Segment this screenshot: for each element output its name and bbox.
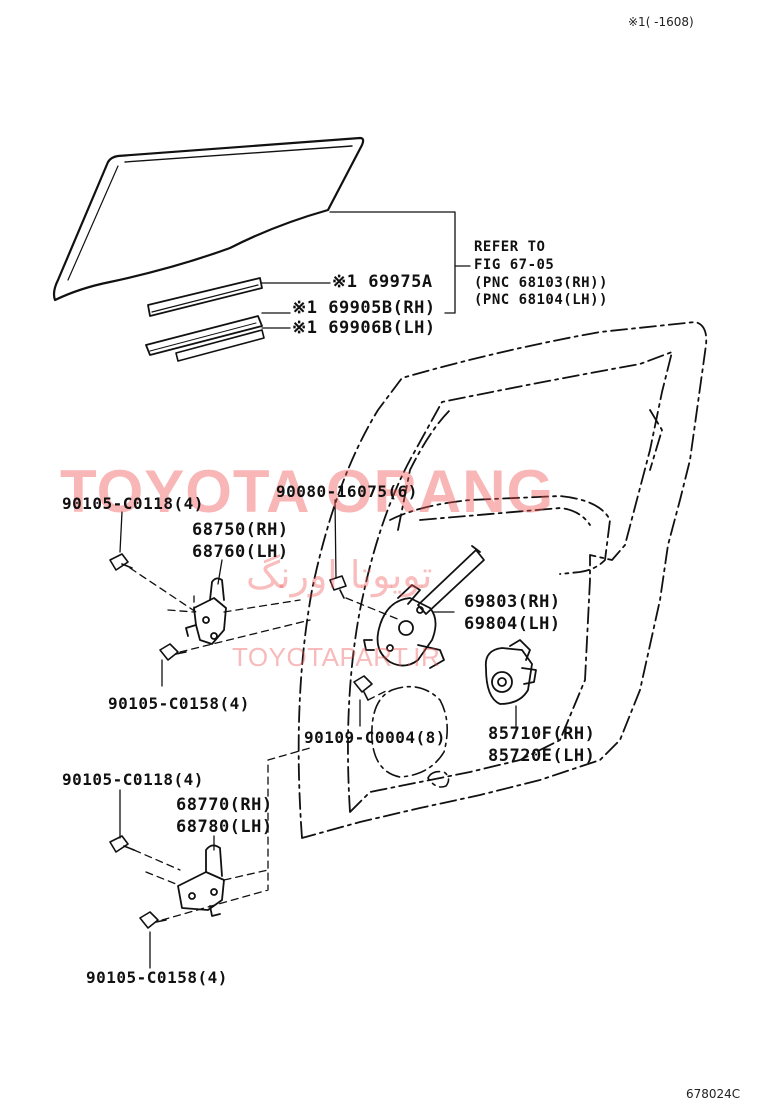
- hinge-bolt-icon: [109, 553, 133, 571]
- lower-door-hinge: [177, 844, 225, 917]
- regulator-motor: [484, 639, 537, 705]
- part-label-69804: 69804(LH): [464, 614, 561, 634]
- part-label-68780: 68780(LH): [176, 817, 273, 837]
- part-label-90105-c0158-lower: 90105-C0158(4): [86, 968, 228, 987]
- leader-lines-top: [261, 211, 471, 329]
- refer-line-1: REFER TO: [474, 239, 546, 255]
- part-label-85720e: 85720E(LH): [488, 746, 596, 766]
- illustration-code: 678024C: [686, 1087, 741, 1101]
- hinge-bolt-icon: [159, 643, 187, 661]
- part-label-69905b: ※1 69905B(RH): [292, 298, 436, 318]
- part-label-69803: 69803(RH): [464, 592, 561, 612]
- part-label-90109-c0004: 90109-C0004(8): [304, 728, 446, 747]
- refer-line-3: (PNC 68103(RH)): [474, 275, 608, 291]
- belt-moulding-strip: [145, 315, 265, 362]
- part-label-85710f: 85710F(RH): [488, 724, 596, 744]
- part-label-68770: 68770(RH): [176, 795, 273, 815]
- speaker-opening: [371, 685, 450, 788]
- upper-door-hinge: [185, 577, 227, 645]
- regulator-bolt-icon: [353, 675, 373, 701]
- glass-run-seal: [147, 277, 263, 317]
- hinge-bolt-icon: [109, 835, 135, 853]
- applicability-note: ※1( -1608): [628, 15, 694, 29]
- refer-line-2: FIG 67-05: [474, 257, 555, 273]
- part-label-69906b: ※1 69906B(LH): [292, 318, 436, 338]
- leader-lines-labels: [119, 499, 517, 969]
- rear-door-panel: [297, 321, 708, 839]
- part-label-68760: 68760(LH): [192, 542, 289, 562]
- part-label-90080-16075: 90080-16075(6): [276, 482, 418, 501]
- part-label-90105-c0118-upper: 90105-C0118(4): [62, 494, 204, 513]
- refer-line-4: (PNC 68104(LH)): [474, 292, 608, 308]
- window-regulator: [363, 545, 485, 669]
- part-label-69975a: ※1 69975A: [332, 272, 433, 292]
- door-glass: [52, 136, 365, 302]
- part-label-90105-c0118-lower: 90105-C0118(4): [62, 770, 204, 789]
- part-label-68750: 68750(RH): [192, 520, 289, 540]
- regulator-bolt-icon: [329, 575, 347, 599]
- part-label-90105-c0158-upper: 90105-C0158(4): [108, 694, 250, 713]
- assembly-dashed-lines: [129, 567, 401, 921]
- hinge-bolt-icon: [139, 911, 167, 929]
